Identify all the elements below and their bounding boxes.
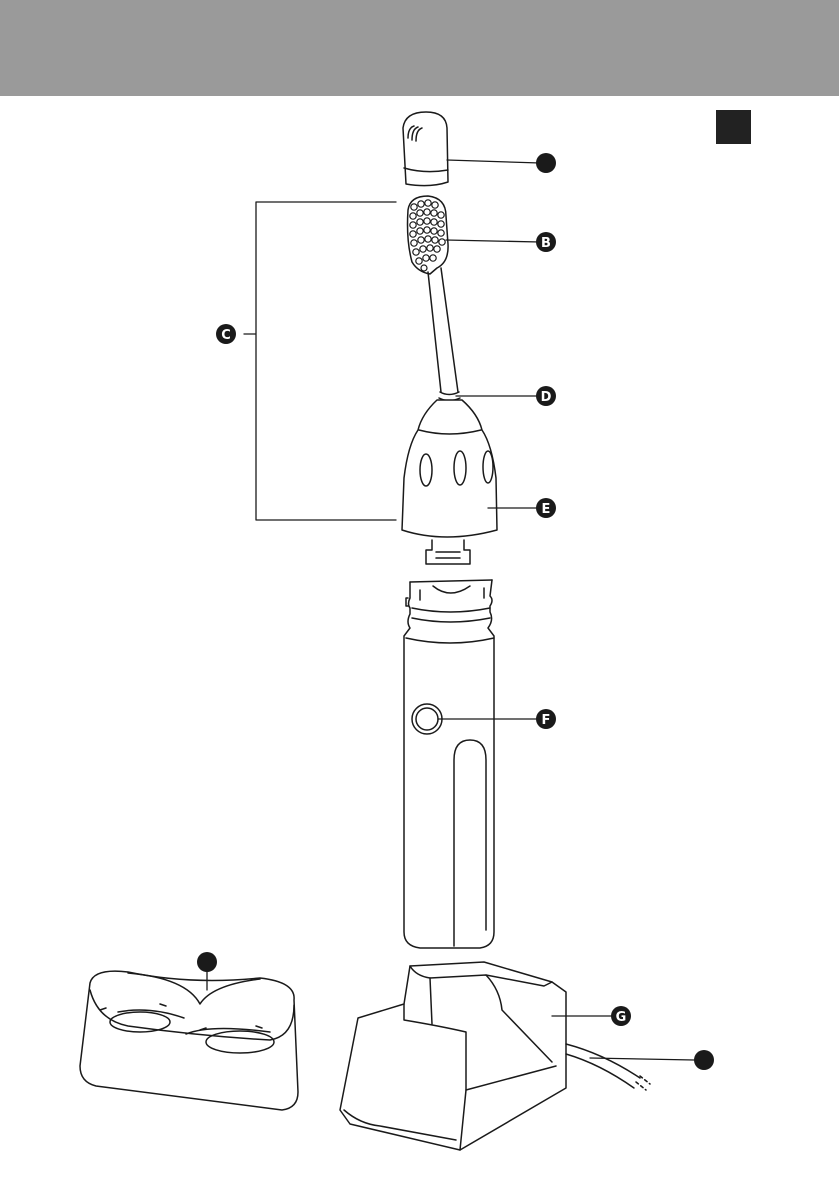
svg-text:F: F [542,713,551,728]
svg-text:E: E [542,502,551,517]
svg-text:C: C [221,328,231,343]
handle [404,580,494,948]
callout-cord [694,1050,714,1070]
leader-lines [207,160,694,1060]
charger-shape [340,962,650,1150]
svg-text:D: D [541,390,552,405]
callout-c: C [216,324,236,344]
protective-cap [403,112,448,186]
callout-travel-stand [197,952,217,972]
svg-text:B: B [541,236,551,251]
brush-head [402,196,497,564]
svg-text:G: G [616,1010,627,1025]
callout-g: G [611,1006,631,1026]
callout-cap [536,153,556,173]
callout-f: F [536,709,556,729]
travel-stand-shape [80,971,298,1110]
callout-d: D [536,386,556,406]
callout-b: B [536,232,556,252]
callout-e: E [536,498,556,518]
